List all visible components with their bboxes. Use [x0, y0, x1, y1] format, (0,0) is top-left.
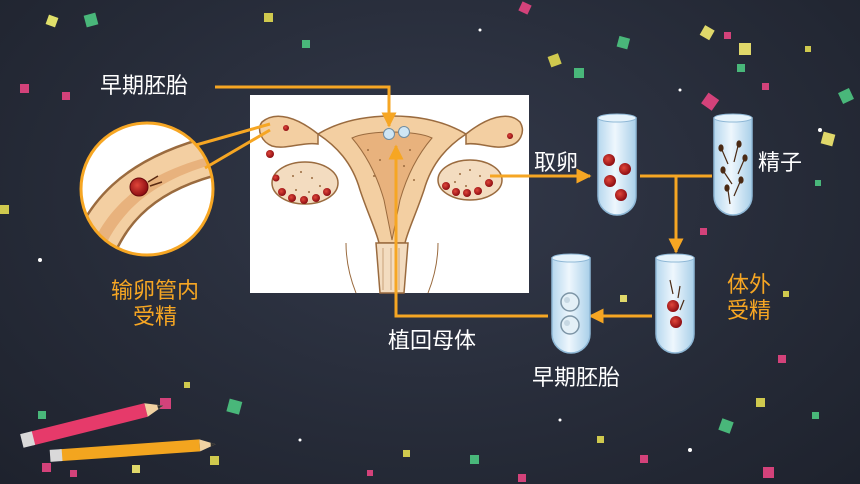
- test-tube-sperm: [713, 113, 753, 216]
- label-sperm: 精子: [758, 151, 803, 176]
- label-ivf-line-2: 受精: [726, 299, 771, 324]
- label-ivf: 体外 受精: [718, 273, 780, 325]
- zoom-connector-lines: [195, 122, 271, 170]
- label-oviduct-fertilization: 输卵管内 受精: [96, 279, 214, 331]
- label-early-embryo-top: 早期胚胎: [100, 74, 189, 99]
- label-oviduct-line-2: 受精: [132, 305, 177, 330]
- pencil-icon: [20, 403, 216, 462]
- label-ivf-line-1: 体外: [726, 273, 771, 298]
- test-tube-ivf: [655, 253, 695, 354]
- test-tube-eggs: [597, 113, 637, 216]
- reproductive-illustration-panel: [250, 95, 529, 294]
- label-transfer-back: 植回母体: [388, 329, 477, 354]
- label-oviduct-line-1: 输卵管内: [110, 279, 199, 304]
- label-egg-retrieval: 取卵: [534, 151, 579, 176]
- oviduct-zoom-circle: [79, 121, 215, 257]
- label-early-embryo-bottom: 早期胚胎: [532, 366, 621, 391]
- test-tube-early-embryo: [551, 253, 591, 354]
- process-arrows: [215, 85, 712, 324]
